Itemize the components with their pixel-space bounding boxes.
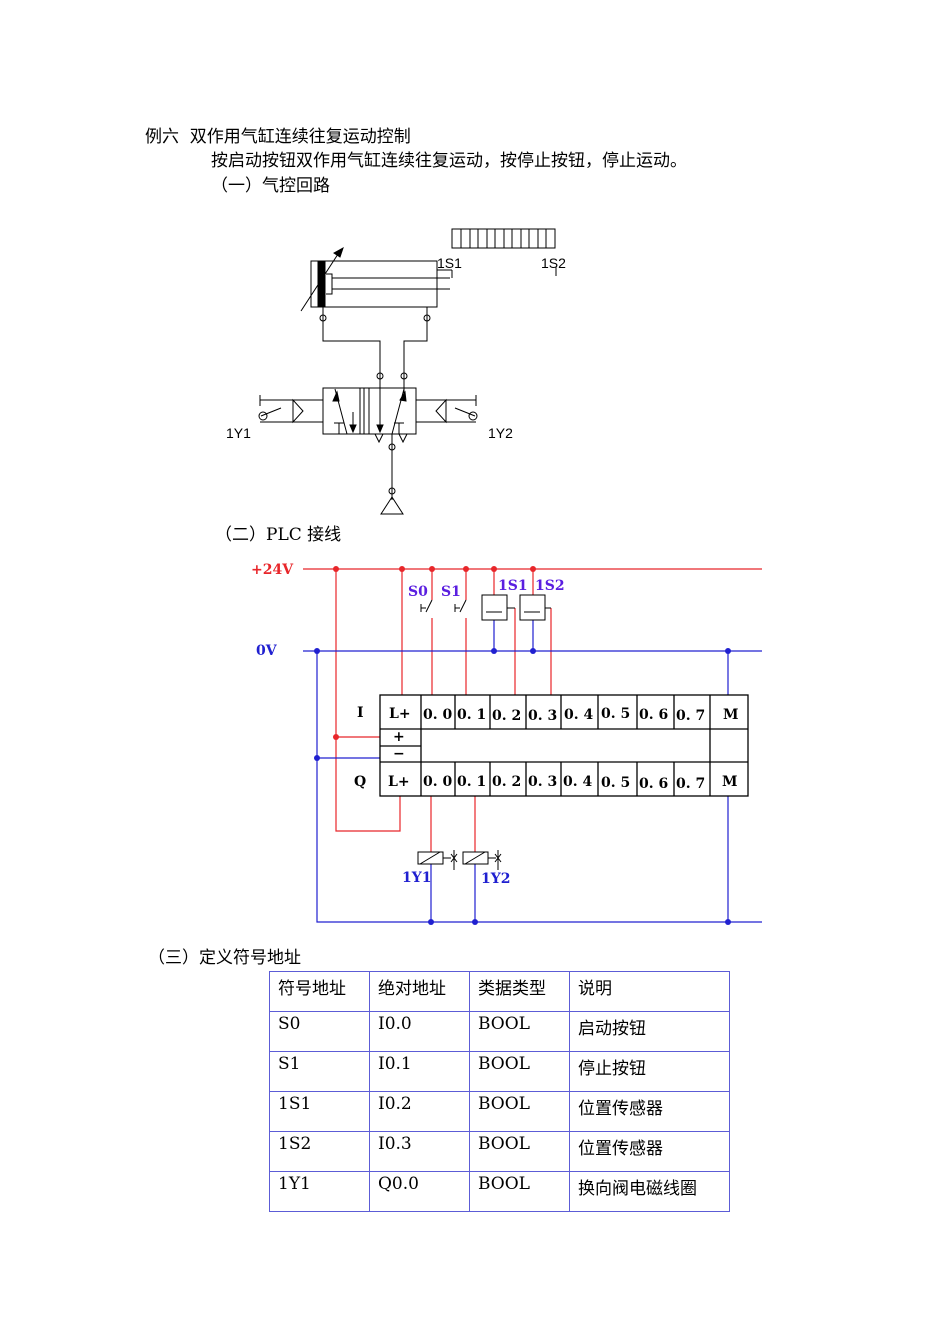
zero-volt-label: 0V bbox=[256, 643, 278, 659]
header-symbol: 符号地址 bbox=[269, 971, 370, 1012]
5-2-valve bbox=[258, 387, 478, 444]
section-symbols-title: （三）定义符号地址 bbox=[148, 948, 301, 968]
cell-type: BOOL bbox=[469, 1091, 570, 1132]
cell-address: Q0.0 bbox=[369, 1171, 470, 1212]
output-lplus: L+ bbox=[388, 774, 410, 790]
cell-symbol: S1 bbox=[269, 1051, 370, 1092]
cell-symbol: 1Y1 bbox=[269, 1171, 370, 1212]
table-row: 1S1 I0.2 BOOL 位置传感器 bbox=[269, 1091, 730, 1132]
cell-address: I0.0 bbox=[369, 1011, 470, 1052]
terminal-q0-5: 0. 5 bbox=[601, 775, 630, 791]
1s2-label: 1S2 bbox=[535, 578, 565, 594]
example-heading: 例六 双作用气缸连续往复运动控制 bbox=[145, 127, 411, 147]
description: 按启动按钮双作用气缸连续往复运动，按停止按钮，停止运动。 bbox=[211, 151, 687, 171]
cell-description: 停止按钮 bbox=[569, 1051, 730, 1092]
position-scale bbox=[451, 228, 556, 249]
section-plc-title: （二）PLC 接线 bbox=[215, 525, 342, 545]
terminal-q0-2: 0. 2 bbox=[492, 774, 521, 790]
sensor-1s2-label: 1S2 bbox=[541, 255, 566, 271]
1s1-label: 1S1 bbox=[498, 578, 528, 594]
output-row-label: Q bbox=[354, 774, 366, 790]
terminal-i0-5: 0. 5 bbox=[601, 706, 630, 722]
power-junctions bbox=[333, 566, 536, 740]
header-data-type: 类据类型 bbox=[469, 971, 570, 1012]
cell-description: 位置传感器 bbox=[569, 1131, 730, 1172]
terminal-q0-3: 0. 3 bbox=[528, 774, 557, 790]
plus-24v-label: +24V bbox=[251, 562, 294, 578]
terminal-q0-7: 0. 7 bbox=[676, 776, 705, 792]
table-row: 1Y1 Q0.0 BOOL 换向阀电磁线圈 bbox=[269, 1171, 730, 1212]
section-pneumatic-title: （一）气控回路 bbox=[211, 176, 330, 196]
output-m: M bbox=[722, 774, 738, 790]
terminal-i0-0: 0. 0 bbox=[423, 707, 452, 723]
cell-symbol: 1S1 bbox=[269, 1091, 370, 1132]
input-lplus: L+ bbox=[389, 706, 411, 722]
s0-label: S0 bbox=[408, 584, 428, 600]
table-header-row: 符号地址 绝对地址 类据类型 说明 bbox=[269, 971, 730, 1012]
cell-type: BOOL bbox=[469, 1171, 570, 1212]
sensor-1s1-label: 1S1 bbox=[437, 255, 462, 271]
cell-address: I0.3 bbox=[369, 1131, 470, 1172]
cell-symbol: S0 bbox=[269, 1011, 370, 1052]
header-description: 说明 bbox=[569, 971, 730, 1012]
symbol-address-table: 符号地址 绝对地址 类据类型 说明 S0 I0.0 BOOL 启动按钮 S1 I… bbox=[269, 971, 730, 1212]
output-terminals: 0. 0 0. 1 0. 2 0. 3 0. 4 0. 5 0. 6 0. 7 bbox=[423, 774, 705, 792]
plus-terminal: + bbox=[393, 729, 405, 745]
switches-and-sensors bbox=[417, 594, 551, 870]
cell-description: 启动按钮 bbox=[569, 1011, 730, 1052]
coil-1y2-label: 1Y2 bbox=[488, 425, 513, 441]
plc-module bbox=[379, 694, 749, 797]
terminal-i0-6: 0. 6 bbox=[639, 707, 668, 723]
table-row: S1 I0.1 BOOL 停止按钮 bbox=[269, 1051, 730, 1092]
terminal-q0-1: 0. 1 bbox=[457, 774, 486, 790]
1y1-label: 1Y1 bbox=[402, 870, 431, 886]
coil-1y1-label: 1Y1 bbox=[226, 425, 251, 441]
double-acting-cylinder bbox=[300, 246, 557, 312]
cell-symbol: 1S2 bbox=[269, 1131, 370, 1172]
cell-address: I0.1 bbox=[369, 1051, 470, 1092]
terminal-i0-4: 0. 4 bbox=[564, 707, 593, 723]
cell-type: BOOL bbox=[469, 1051, 570, 1092]
minus-terminal: − bbox=[393, 746, 405, 762]
terminal-q0-0: 0. 0 bbox=[423, 774, 452, 790]
terminal-i0-2: 0. 2 bbox=[492, 708, 521, 724]
1y2-label: 1Y2 bbox=[481, 871, 510, 887]
s1-label: S1 bbox=[441, 584, 461, 600]
terminal-i0-1: 0. 1 bbox=[457, 707, 486, 723]
cell-type: BOOL bbox=[469, 1131, 570, 1172]
terminal-i0-3: 0. 3 bbox=[528, 708, 557, 724]
ground-wires bbox=[303, 620, 762, 923]
table-row: 1S2 I0.3 BOOL 位置传感器 bbox=[269, 1131, 730, 1172]
pneumatic-lines bbox=[319, 307, 431, 515]
cell-type: BOOL bbox=[469, 1011, 570, 1052]
cell-description: 换向阀电磁线圈 bbox=[569, 1171, 730, 1212]
cell-description: 位置传感器 bbox=[569, 1091, 730, 1132]
cell-address: I0.2 bbox=[369, 1091, 470, 1132]
terminal-q0-4: 0. 4 bbox=[563, 774, 592, 790]
header-absolute-address: 绝对地址 bbox=[369, 971, 470, 1012]
terminal-i0-7: 0. 7 bbox=[676, 708, 705, 724]
terminal-q0-6: 0. 6 bbox=[639, 776, 668, 792]
input-terminals: 0. 0 0. 1 0. 2 0. 3 0. 4 0. 5 0. 6 0. 7 bbox=[423, 706, 705, 724]
input-m: M bbox=[723, 707, 739, 723]
table-row: S0 I0.0 BOOL 启动按钮 bbox=[269, 1011, 730, 1052]
input-row-label: I bbox=[357, 705, 364, 721]
ground-junctions bbox=[314, 648, 731, 925]
